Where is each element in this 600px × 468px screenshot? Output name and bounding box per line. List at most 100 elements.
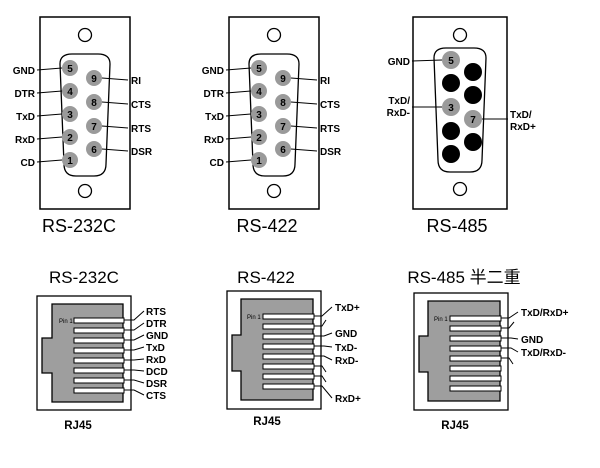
leader-line (36, 159, 63, 163)
contact (449, 375, 502, 382)
pin-label: CTS (131, 100, 151, 111)
pin-5 (251, 60, 267, 76)
pin-number: 4 (256, 87, 262, 98)
leader-line (501, 321, 515, 329)
leader-line (411, 59, 443, 62)
connector-caption: RJ45 (441, 420, 469, 432)
pin-label: TxD+ (335, 303, 360, 314)
leader-line (124, 358, 145, 361)
leader-line (314, 375, 327, 383)
leader-line (101, 101, 129, 105)
rj45-rs422: RS-422 Pin 1 TxD+ GND TxD- RxD- Rx (226, 268, 361, 428)
leader-line (314, 365, 327, 373)
pin-3 (251, 106, 267, 122)
pin-label: RxD+ (335, 394, 361, 405)
pin-5 (442, 51, 460, 69)
pin-4 (62, 83, 78, 99)
pin-number: 5 (448, 56, 454, 67)
pin-2 (251, 129, 267, 145)
pin-label: RxD (146, 355, 166, 366)
pin-label: DTR (14, 89, 35, 100)
leader-line (314, 306, 333, 317)
pin-7 (275, 118, 291, 134)
pin-unused (442, 145, 460, 163)
pin-label: DSR (131, 147, 153, 158)
pin-unused (464, 63, 482, 81)
pin-5 (62, 60, 78, 76)
contact (73, 327, 125, 334)
pin-label: GND (521, 335, 543, 346)
contact (262, 353, 315, 360)
contact (449, 315, 502, 322)
leader-line (225, 113, 252, 117)
pin1-tag: Pin 1 (247, 315, 261, 321)
pin-label: RI (320, 76, 330, 87)
pin-label: DCD (146, 367, 168, 378)
pin-9 (275, 70, 291, 86)
rj45-leaders (314, 306, 333, 399)
pin-number: 8 (280, 98, 286, 109)
pin-unused (464, 86, 482, 104)
pin-number: 1 (256, 156, 262, 167)
pin-9 (86, 70, 102, 86)
pin-label: RxD- (335, 356, 358, 367)
contact (262, 363, 315, 370)
leader-line (501, 357, 514, 365)
contact (262, 333, 315, 340)
pin-label: GND (335, 329, 357, 340)
contact (73, 377, 125, 384)
pin-number: 1 (67, 156, 73, 167)
pin-label: GND (202, 66, 224, 77)
pin-label: TxD/ (388, 96, 410, 107)
leader-line (290, 101, 318, 105)
contact (262, 383, 315, 390)
pin-label: GND (13, 66, 35, 77)
pin-label: TxD (16, 112, 35, 123)
mounting-hole (452, 27, 468, 43)
pin-number: 7 (470, 115, 476, 126)
mounting-hole (77, 27, 93, 43)
pin-number: 8 (91, 98, 97, 109)
pin-label: GND (388, 57, 410, 68)
db9-rs232c: 5 4 3 2 1 9 8 7 6 GND DTR TxD RxD CD RI … (13, 16, 153, 236)
leader-line (36, 90, 63, 94)
pin-8 (275, 94, 291, 110)
mounting-hole (266, 183, 282, 199)
pin-1 (62, 152, 78, 168)
pin-6 (86, 141, 102, 157)
leader-line (314, 332, 333, 337)
leader-line (314, 385, 333, 399)
contact (449, 325, 502, 332)
pin-label: TxD/ (510, 110, 532, 121)
pin-1 (251, 152, 267, 168)
pin-number: 3 (256, 110, 262, 121)
pin-7 (464, 110, 482, 128)
contact (262, 373, 315, 380)
pin-number: 9 (91, 74, 97, 85)
pin-number: 6 (280, 145, 286, 156)
rj45-rs232c: RS-232C Pin 1 RTS DTR GND TxD RxD (36, 268, 168, 432)
pin-label: RTS (146, 307, 166, 318)
connector-caption: RS-422 (236, 216, 297, 236)
db9-rs485: 5 3 7 GND TxD/ RxD- TxD/ RxD+ RS-485 (387, 16, 536, 236)
pin-label: TxD/RxD- (521, 348, 566, 359)
pin-label: RxD+ (510, 122, 536, 133)
contact (73, 367, 125, 374)
contact (449, 335, 502, 342)
pin-number: 2 (67, 133, 73, 144)
leader-line (290, 77, 318, 81)
contact (449, 385, 502, 392)
pin-label: CTS (146, 391, 166, 402)
mounting-hole (266, 27, 282, 43)
contact (449, 345, 502, 352)
rj45-rs485: RS-485 半二重 Pin 1 TxD/RxD+ GND TxD/RxD- R… (407, 268, 568, 432)
pin-7 (86, 118, 102, 134)
leader-line (36, 113, 63, 117)
pin-4 (251, 83, 267, 99)
rj45-contacts (449, 315, 502, 392)
pin-number: 3 (448, 103, 454, 114)
pin-number: 3 (67, 110, 73, 121)
pin-number: 7 (91, 122, 97, 133)
section-title: RS-485 半二重 (407, 268, 520, 287)
